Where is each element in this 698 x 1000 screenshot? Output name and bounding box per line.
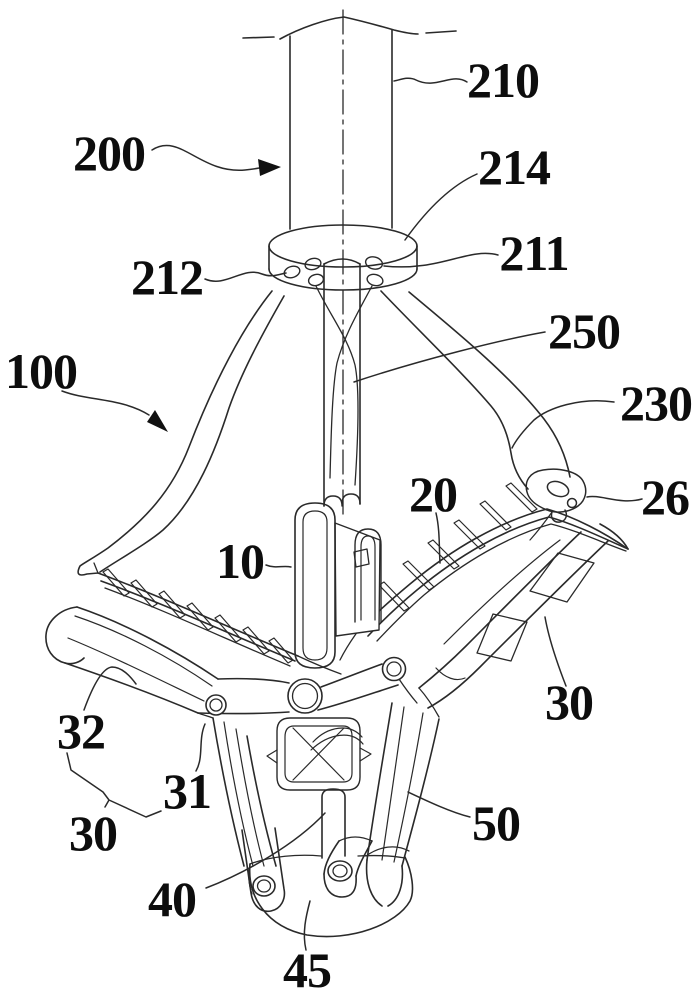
left-jaw-rail (93, 562, 342, 675)
leader-50 (407, 791, 471, 818)
ref-label-30-right: 30 (545, 674, 594, 730)
ref-label-100: 100 (5, 343, 78, 399)
ref-label-30-left: 30 (69, 805, 118, 861)
pivot-right-hole (381, 656, 407, 682)
leader-100 (61, 390, 150, 416)
shaft-210 (242, 9, 457, 516)
left-bottom-link (241, 827, 286, 913)
leader-31 (195, 723, 206, 772)
wire-bail-10 (294, 502, 382, 669)
ref-label-31: 31 (163, 763, 212, 819)
ref-label-230: 230 (620, 375, 693, 431)
leader-200 (151, 144, 264, 171)
spring-carriage (266, 717, 372, 791)
leader-32 (83, 666, 137, 711)
break-dash-right (425, 30, 457, 34)
ref-label-200: 200 (73, 125, 146, 181)
right-leg-50 (365, 702, 440, 907)
linkage-31 (197, 656, 407, 716)
arrow-200 (258, 159, 281, 176)
left-arm-32 (45, 606, 219, 714)
leader-40 (205, 812, 326, 889)
leader-250 (353, 331, 546, 383)
suspension-cords (315, 285, 373, 486)
leader-lines (61, 77, 643, 951)
break-dash-left (242, 36, 275, 39)
leader-211 (383, 252, 499, 268)
ref-label-211: 211 (499, 225, 569, 281)
leader-20 (435, 512, 441, 564)
leader-45 (303, 900, 311, 951)
arm-slot-upper (529, 552, 595, 603)
ref-label-10: 10 (216, 533, 265, 589)
arrow-100 (147, 410, 168, 432)
leader-230 (511, 400, 615, 449)
net-skirt (77, 290, 571, 576)
arm-slot-lower (476, 613, 528, 662)
left-leg (197, 712, 277, 867)
bottom-cap-45 (248, 854, 414, 938)
right-bottom-link (323, 836, 373, 898)
ref-label-50: 50 (472, 795, 521, 851)
central-rod-250 (323, 258, 361, 507)
ref-label-250: 250 (548, 303, 621, 359)
ref-label-26: 26 (641, 469, 690, 525)
ref-label-214: 214 (478, 139, 551, 195)
leader-10 (265, 564, 292, 568)
ref-label-40: 40 (148, 871, 197, 927)
ref-label-210: 210 (467, 52, 540, 108)
hinge-26 (525, 468, 587, 523)
pivot-left-hole (205, 694, 227, 716)
leader-214 (404, 173, 478, 241)
skirt-left-inner (99, 295, 285, 573)
ref-label-32: 32 (57, 703, 106, 759)
push-rod-40 (321, 788, 346, 859)
leader-210 (393, 77, 468, 84)
right-jaw-20 (339, 482, 629, 661)
break-line (279, 16, 419, 40)
ref-label-20: 20 (409, 466, 458, 522)
right-outer-arm-30 (398, 511, 629, 718)
leader-212 (204, 271, 287, 282)
leader-30-right (544, 616, 567, 687)
right-jaw-teeth (378, 482, 538, 612)
ref-label-45: 45 (283, 942, 332, 998)
ref-label-212: 212 (131, 249, 204, 305)
leader-26 (586, 495, 643, 502)
rod-fork-tips (323, 493, 361, 507)
left-jaw-teeth (102, 568, 294, 664)
skirt-right-inner (380, 290, 529, 490)
skirt-right-outer (408, 291, 571, 478)
skirt-left-outer (77, 290, 273, 576)
bracket-30-left (66, 752, 162, 818)
